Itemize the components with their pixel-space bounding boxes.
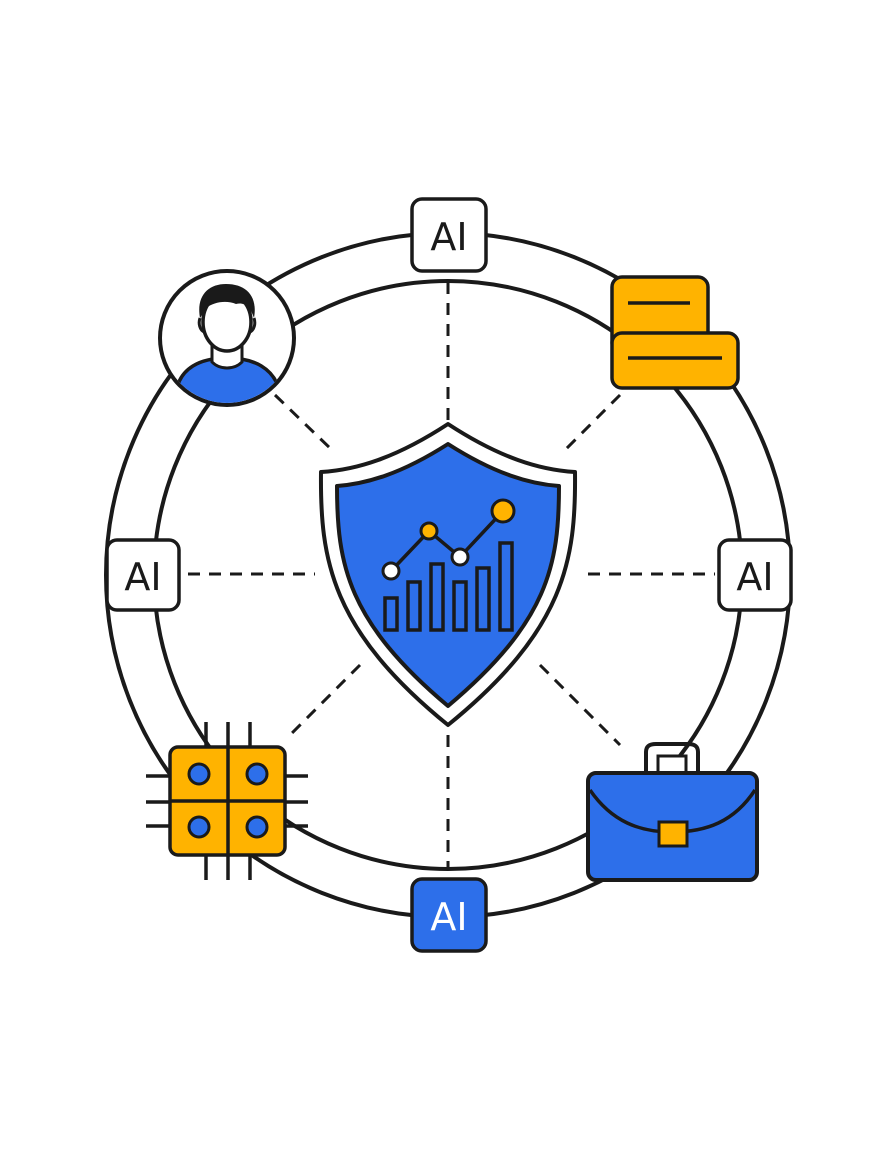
spoke-top-right xyxy=(563,393,622,452)
ai-node-right-label: AI xyxy=(736,555,773,599)
spoke-bottom-right xyxy=(538,663,622,747)
stacked-documents-icon xyxy=(610,275,740,390)
ai-node-top: AI xyxy=(410,197,488,273)
ai-node-right: AI xyxy=(717,538,793,612)
spoke-top-left xyxy=(273,393,334,452)
briefcase-icon xyxy=(586,742,759,882)
spoke-bottom-left xyxy=(288,663,362,737)
ai-node-left-label: AI xyxy=(124,555,161,599)
ai-node-top-label: AI xyxy=(430,215,467,259)
ai-node-bottom: AI xyxy=(410,877,488,953)
user-avatar-icon xyxy=(158,269,296,407)
shield-trend-line xyxy=(381,498,516,581)
dashed-spokes xyxy=(188,282,715,868)
shield-bar-chart xyxy=(383,541,514,632)
ai-node-left: AI xyxy=(105,538,181,612)
chip-icon xyxy=(146,722,308,880)
ai-node-bottom-label: AI xyxy=(430,895,467,939)
shield-chart-icon xyxy=(318,422,578,727)
